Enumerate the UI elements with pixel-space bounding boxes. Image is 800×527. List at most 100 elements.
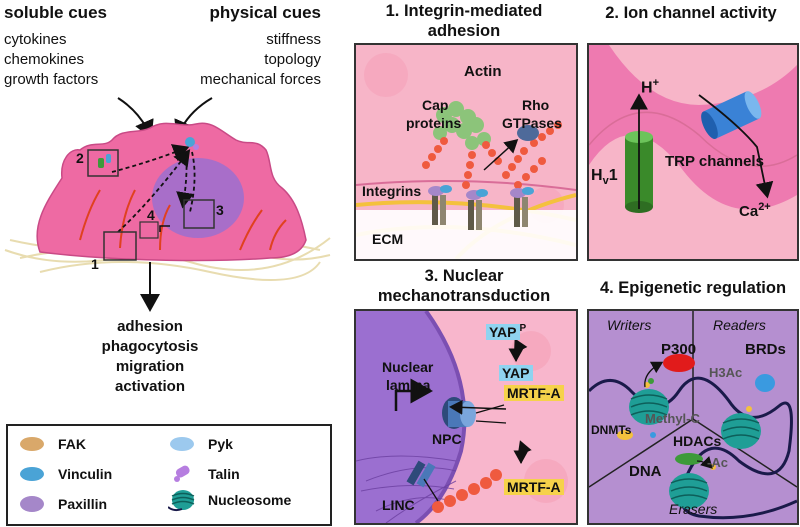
label-erasers: Erasers: [669, 501, 718, 517]
panel3-title-line2: mechanotransduction: [377, 287, 551, 305]
label-ecm: ECM: [372, 231, 404, 247]
vinculin-icon: [18, 464, 48, 484]
physical-cue-stiffness: stiffness: [266, 31, 321, 48]
soluble-cue-growth-factors: growth factors: [4, 71, 99, 88]
integrin-icons: [428, 185, 534, 230]
physical-cue-topology: topology: [264, 51, 321, 68]
region-box-3: [183, 199, 215, 229]
panel1-title-line1: 1. Integrin-mediated: [385, 2, 543, 20]
label-h3ac: H3Ac: [709, 365, 743, 380]
cap-proteins-cluster: [433, 101, 491, 150]
region-box-2: [87, 149, 119, 177]
panel1-integrin-adhesion: Actin Cap proteins Rho GTPases Integrins…: [354, 43, 578, 261]
label-nuclear: Nuclear: [382, 359, 434, 375]
label-ac: -Ac: [707, 455, 728, 470]
region-label-2: 2: [76, 150, 84, 166]
outcome-migration: migration: [115, 358, 185, 375]
legend-label-talin: Talin: [208, 466, 240, 482]
physical-cues-title: physical cues: [209, 3, 321, 22]
region-label-4: 4: [147, 207, 155, 223]
cell-actin-fibers: [79, 189, 287, 251]
physical-cue-mechanical-forces: mechanical forces: [200, 71, 321, 88]
outcome-activation: activation: [114, 378, 186, 395]
label-hplus: H+: [641, 77, 659, 97]
legend-item-fak: FAK: [18, 434, 86, 454]
signaling-paths: [111, 144, 196, 233]
label-mrtfa-bottom: MRTF-A: [504, 479, 564, 495]
legend-item-talin: Talin: [168, 464, 240, 484]
hdacs-icon: [675, 453, 703, 465]
panel4-title: 4. Epigenetic regulation: [599, 279, 787, 297]
nucleosome-writer: [629, 389, 669, 425]
nucleosome-eraser: [669, 473, 709, 509]
nucleosome-reader: [721, 413, 761, 449]
label-trp-channels: TRP channels: [665, 153, 764, 170]
label-readers: Readers: [713, 317, 766, 333]
soluble-cues-title: soluble cues: [4, 3, 107, 22]
label-npc: NPC: [432, 431, 462, 447]
region-box-4: [139, 221, 159, 239]
legend-label-vinculin: Vinculin: [58, 466, 113, 482]
legend-label-fak: FAK: [58, 436, 86, 452]
label-yap: YAP: [499, 365, 533, 381]
legend-item-paxillin: Paxillin: [18, 494, 107, 514]
label-actin: Actin: [464, 63, 502, 80]
region-label-3: 3: [216, 202, 224, 218]
trp-channel-icon: [701, 91, 762, 140]
actin-filaments: [422, 121, 562, 189]
talin-icon: [168, 464, 198, 484]
label-mrtfa-top: MRTF-A: [504, 385, 564, 401]
receptor-icon: [185, 137, 195, 147]
outcome-phagocytosis: phagocytosis: [101, 338, 199, 355]
linc-icon: [406, 460, 436, 488]
actin-chain: [432, 469, 502, 513]
panel2-title: 2. Ion channel activity: [605, 4, 777, 22]
label-rho: Rho: [522, 97, 550, 113]
nucleus-region: [356, 311, 465, 523]
label-integrins: Integrins: [362, 183, 422, 199]
legend-label-pyk: Pyk: [208, 436, 233, 452]
legend-item-pyk: Pyk: [168, 434, 233, 454]
pyk-icon: [168, 434, 198, 454]
label-dna: DNA: [629, 463, 662, 480]
legend: FAK Pyk Vinculin Talin Paxillin Nucleoso…: [6, 424, 332, 526]
cell-illustration: [4, 97, 331, 312]
panel3-title-line1: 3. Nuclear: [424, 267, 504, 285]
gene-promoter-icon: [394, 378, 433, 411]
label-brds: BRDs: [745, 341, 786, 358]
legend-label-nucleosome: Nucleosome: [208, 492, 292, 508]
soluble-cue-chemokines: chemokines: [4, 51, 85, 68]
dnmts-icon: [617, 430, 633, 440]
legend-label-paxillin: Paxillin: [58, 496, 108, 512]
label-hv1: Hv1: [591, 167, 618, 188]
nucleosome-icon: [168, 490, 198, 512]
region-box-1: [103, 231, 137, 261]
gene-icon: [159, 225, 170, 232]
label-p300: P300: [661, 341, 697, 358]
paxillin-icon: [18, 494, 48, 514]
label-dnmts: DNMTs: [591, 423, 632, 437]
label-methylc: Methyl-C: [645, 411, 700, 426]
region-label-1: 1: [91, 256, 99, 272]
npc-icon: [442, 397, 476, 429]
label-writers: Writers: [607, 317, 652, 333]
fak-icon: [18, 434, 48, 454]
label-hdacs: HDACs: [673, 433, 722, 449]
panel1-title-line2: adhesion: [427, 22, 501, 40]
panel2-ion-channel: H+ Hv1 TRP channels Ca2+: [587, 43, 799, 261]
soluble-cue-cytokines: cytokines: [4, 31, 67, 48]
brds-icon: [755, 374, 775, 392]
legend-item-nucleosome: Nucleosome: [168, 490, 292, 512]
label-cap: Cap: [422, 97, 449, 113]
label-calcium: Ca2+: [739, 201, 771, 220]
label-linc: LINC: [382, 497, 415, 513]
label-proteins: proteins: [406, 115, 462, 131]
cell-nucleus: [152, 158, 244, 238]
outcome-adhesion: adhesion: [117, 318, 183, 335]
panel4-epigenetic-regulation: Writers Readers P300 BRDs H3Ac Methyl-C …: [587, 309, 799, 525]
rho-gtpase-icon: [517, 125, 539, 141]
ion-channel-icon: [98, 158, 104, 168]
legend-item-vinculin: Vinculin: [18, 464, 112, 484]
